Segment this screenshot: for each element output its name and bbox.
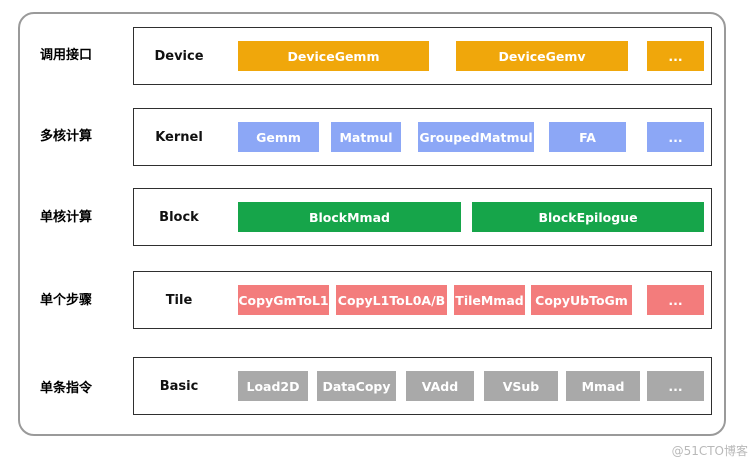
- row-label-block: 单核计算: [40, 210, 93, 225]
- layer-kernel: Kernel Gemm Matmul GroupedMatmul FA ...: [133, 108, 712, 166]
- diagram-frame: [18, 12, 726, 436]
- chip-tile-copy-l1-to-l0ab: CopyL1ToL0A/B: [336, 285, 447, 315]
- layer-tile: Tile CopyGmToL1 CopyL1ToL0A/B TileMmad C…: [133, 271, 712, 329]
- row-label-kernel: 多核计算: [40, 129, 93, 144]
- chip-tile-mmad: TileMmad: [454, 285, 525, 315]
- chip-kernel-grouped-matmul: GroupedMatmul: [418, 122, 534, 152]
- chip-device-gemv: DeviceGemv: [456, 41, 628, 71]
- watermark: @51CTO博客: [671, 444, 748, 458]
- chip-basic-vadd: VAdd: [406, 371, 474, 401]
- chip-tile-copy-gm-to-l1: CopyGmToL1: [238, 285, 329, 315]
- row-label-basic: 单条指令: [40, 381, 93, 396]
- layer-basic: Basic Load2D DataCopy VAdd VSub Mmad ...: [133, 357, 712, 415]
- level-basic: Basic: [159, 378, 199, 394]
- layer-device: Device DeviceGemm DeviceGemv ...: [133, 27, 712, 85]
- chip-kernel-more: ...: [647, 122, 704, 152]
- chip-basic-more: ...: [647, 371, 704, 401]
- chip-kernel-fa: FA: [549, 122, 626, 152]
- chip-block-mmad: BlockMmad: [238, 202, 461, 232]
- row-label-device: 调用接口: [40, 48, 93, 63]
- chip-basic-mmad: Mmad: [566, 371, 640, 401]
- row-label-tile: 单个步骤: [40, 293, 93, 308]
- chip-kernel-matmul: Matmul: [331, 122, 401, 152]
- chip-device-gemm: DeviceGemm: [238, 41, 429, 71]
- level-kernel: Kernel: [155, 129, 203, 145]
- chip-basic-vsub: VSub: [484, 371, 558, 401]
- layer-block: Block BlockMmad BlockEpilogue: [133, 188, 712, 246]
- chip-basic-datacopy: DataCopy: [317, 371, 396, 401]
- chip-kernel-gemm: Gemm: [238, 122, 319, 152]
- chip-tile-more: ...: [647, 285, 704, 315]
- chip-basic-load2d: Load2D: [238, 371, 308, 401]
- chip-block-epilogue: BlockEpilogue: [472, 202, 704, 232]
- chip-device-more: ...: [647, 41, 704, 71]
- level-tile: Tile: [165, 292, 193, 308]
- level-block: Block: [159, 209, 199, 225]
- level-device: Device: [154, 48, 204, 64]
- chip-tile-copy-ub-to-gm: CopyUbToGm: [531, 285, 632, 315]
